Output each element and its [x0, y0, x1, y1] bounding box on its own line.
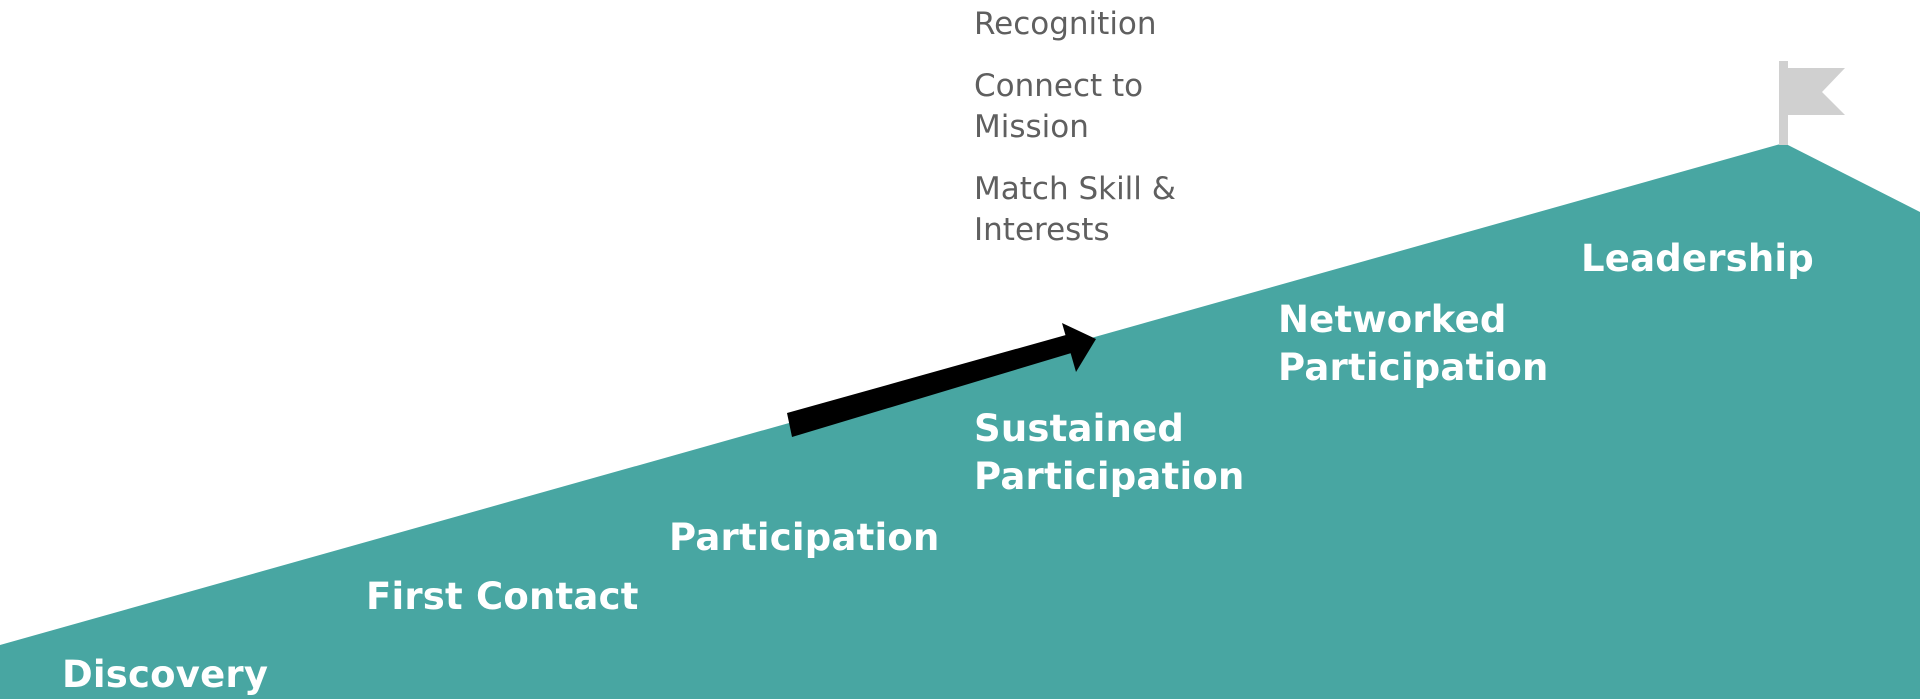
callout-match-skill-interests: Match Skill & Interests	[974, 171, 1176, 248]
arrow-shaft	[787, 333, 1078, 437]
callout-connect-to-mission: Connect to Mission	[974, 68, 1144, 145]
engagement-callouts: Recognition Connect to Mission Match Ski…	[974, 4, 1214, 272]
mountain-slope	[0, 143, 1920, 699]
flag-pole	[1779, 61, 1788, 145]
stage-sustained-participation: Sustained Participation	[974, 407, 1245, 498]
flag-icon	[1779, 61, 1845, 145]
stage-participation: Participation	[669, 516, 940, 559]
arrow-head	[1062, 323, 1096, 372]
stage-first-contact: First Contact	[366, 575, 639, 618]
flag-banner	[1786, 68, 1845, 115]
arrow-right-icon	[787, 323, 1096, 437]
stage-leadership: Leadership	[1581, 237, 1814, 280]
stage-discovery: Discovery	[62, 653, 269, 696]
stage-networked-participation: Networked Participation	[1278, 298, 1549, 389]
callout-recognition: Recognition	[974, 6, 1157, 42]
